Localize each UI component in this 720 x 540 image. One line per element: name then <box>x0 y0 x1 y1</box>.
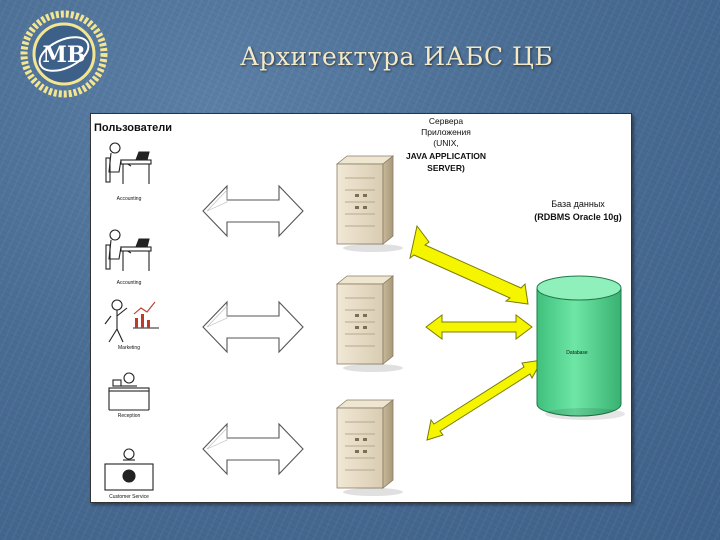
server-db-arrow-3 <box>426 359 543 441</box>
server-db-arrow-2 <box>425 314 533 340</box>
database-cylinder-icon: Database <box>536 275 625 420</box>
app-server-1-icon <box>336 155 404 253</box>
user-label: Accounting <box>117 280 142 286</box>
user-server-arrow-3 <box>202 423 304 475</box>
server-db-arrow-1 <box>409 224 529 305</box>
database-inner-label: Database <box>566 350 588 356</box>
user-reception-icon <box>108 372 150 411</box>
user-label: Marketing <box>118 345 140 351</box>
svg-text:(UNIX,: (UNIX, <box>433 138 459 148</box>
user-label: Accounting <box>117 196 142 202</box>
central-bank-logo: МВ <box>18 8 110 100</box>
user-customer-service-icon <box>104 448 154 491</box>
user-label: Customer Service <box>109 494 149 500</box>
app-server-2-icon <box>336 275 404 373</box>
architecture-diagram: Пользователи Accounting Accounting <box>90 113 632 503</box>
database-caption: База данных (RDBMS Oracle 10g) <box>534 199 622 222</box>
user-label: Reception <box>118 413 141 419</box>
users-heading: Пользователи <box>94 122 172 134</box>
svg-text:(RDBMS Oracle 10g): (RDBMS Oracle 10g) <box>534 212 622 222</box>
servers-caption: Сервера Приложения (UNIX, JAVA APPLICATI… <box>406 116 486 173</box>
svg-text:SERVER): SERVER) <box>427 163 465 173</box>
svg-text:JAVA APPLICATION: JAVA APPLICATION <box>406 151 486 161</box>
user-accounting-1-icon <box>105 142 152 184</box>
page-title: Архитектура ИАБС ЦБ <box>240 42 554 71</box>
user-server-arrow-1 <box>202 185 304 237</box>
logo-monogram: МВ <box>43 42 86 68</box>
app-server-3-icon <box>336 399 404 497</box>
user-accounting-2-icon <box>105 229 152 271</box>
svg-text:Сервера: Сервера <box>429 116 463 126</box>
svg-text:Приложения: Приложения <box>421 127 471 137</box>
svg-text:База данных: База данных <box>551 199 605 209</box>
user-server-arrow-2 <box>202 301 304 353</box>
user-marketing-icon <box>104 299 159 343</box>
